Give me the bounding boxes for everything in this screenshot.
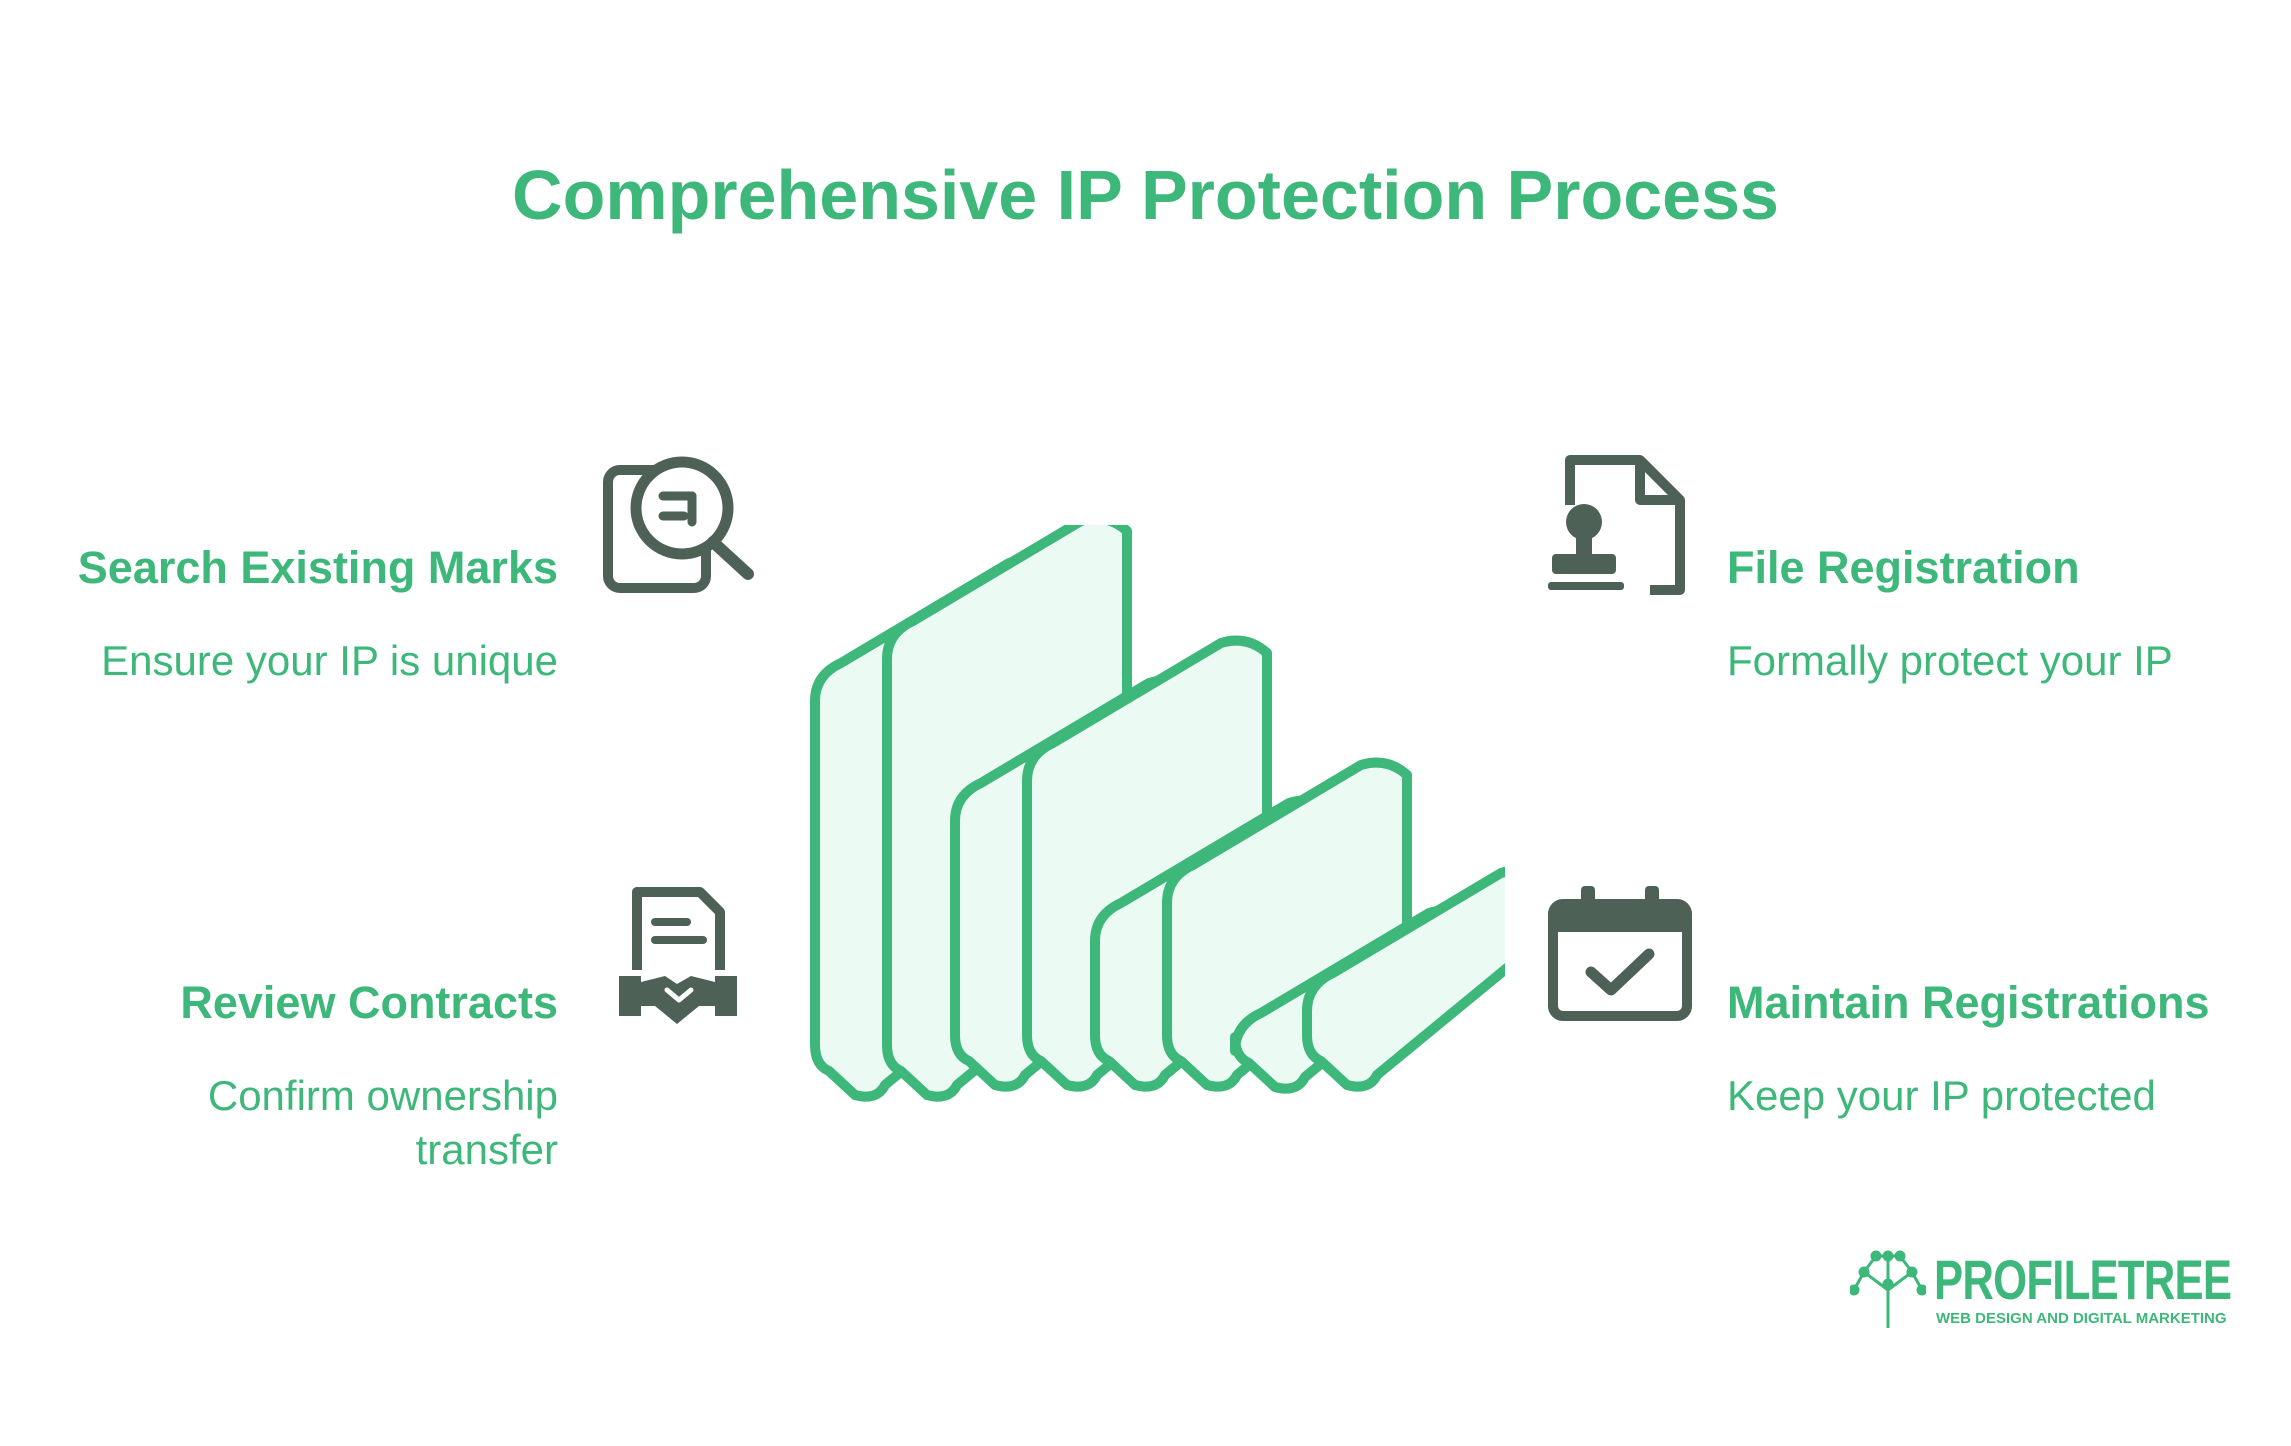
step-desc-search-existing-marks: Ensure your IP is unique (101, 637, 558, 684)
step-desc-file-registration: Formally protect your IP (1727, 637, 2173, 684)
profiletree-logo: PROFILETREE WEB DESIGN AND DIGITAL MARKE… (1850, 1250, 2232, 1330)
step-title-file-registration: File Registration (1727, 542, 2080, 593)
step-desc-maintain-registrations: Keep your IP protected (1727, 1072, 2156, 1119)
layer-slab (1302, 865, 1552, 1092)
step-title-search-existing-marks: Search Existing Marks (77, 542, 558, 593)
logo-name: PROFILETREE (1934, 1248, 2232, 1311)
calendar-check-icon (1545, 880, 1695, 1035)
logo-tagline: WEB DESIGN AND DIGITAL MARKETING (1936, 1310, 2227, 1327)
step-title-review-contracts: Review Contracts (180, 977, 558, 1028)
step-title-maintain-registrations: Maintain Registrations (1727, 977, 2210, 1028)
stamp-document-icon (1540, 450, 1690, 605)
stacked-layers-graphic (805, 513, 1552, 1190)
contract-handshake-icon (615, 880, 740, 1035)
step-desc-review-contracts: Confirm ownership transfer (207, 1072, 558, 1173)
page-title: Comprehensive IP Protection Process (512, 156, 1779, 234)
document-search-icon (600, 450, 760, 605)
tree-logo-icon (1850, 1250, 1926, 1328)
